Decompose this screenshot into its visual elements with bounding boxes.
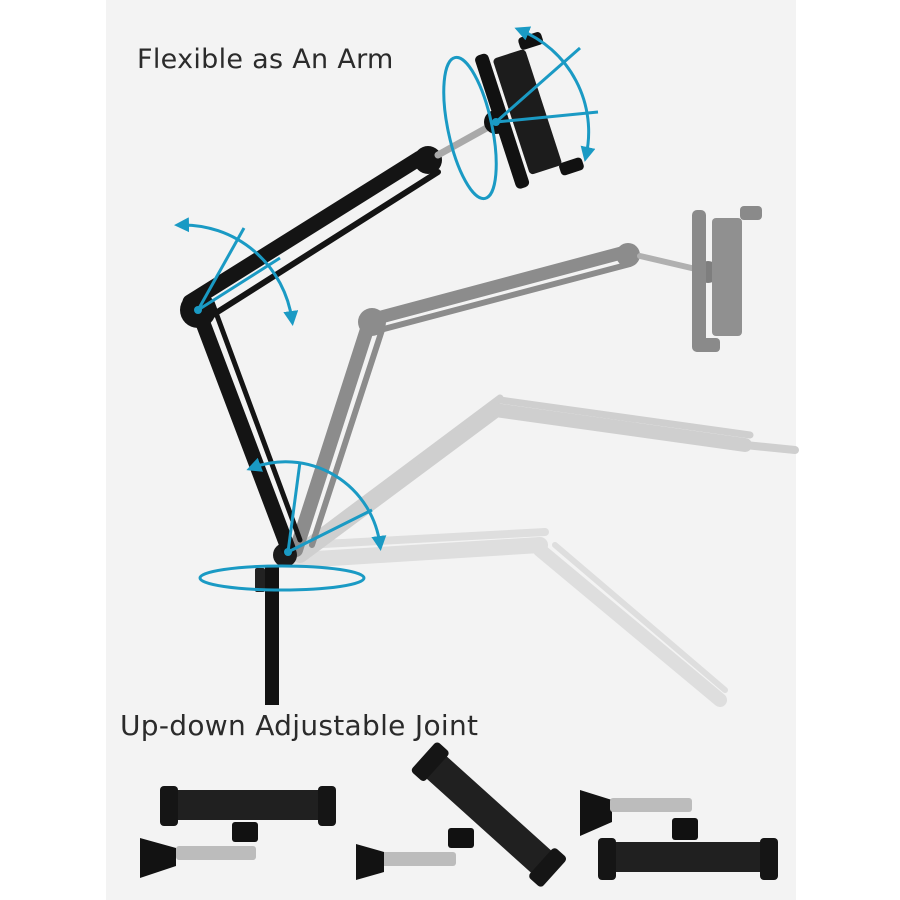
pivot-dots: [194, 118, 500, 556]
clamp-view-middle: [356, 742, 567, 887]
adjustable-joint-caption: Up-down Adjustable Joint: [120, 709, 479, 742]
flexible-arm-caption: Flexible as An Arm: [137, 44, 394, 75]
clamp-view-left: [140, 786, 336, 878]
clamp-view-right: [580, 790, 778, 880]
rotate-arrow-icon: [174, 26, 599, 592]
main-arm: [180, 121, 496, 556]
ghost-arm-low: [292, 528, 728, 707]
grey-tablet-clamp: [692, 206, 762, 352]
